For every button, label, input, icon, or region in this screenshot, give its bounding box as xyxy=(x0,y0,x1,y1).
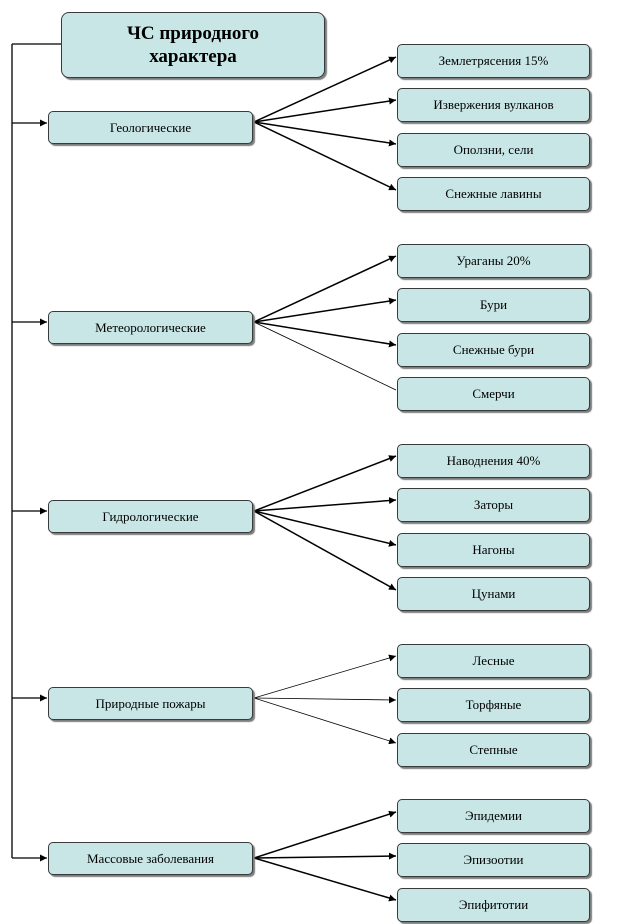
arrow-geo-2 xyxy=(253,121,397,147)
arrow-mass-2 xyxy=(253,857,397,902)
item-epidemics: Эпидемии xyxy=(397,799,590,833)
item-floods: Наводнения 40% xyxy=(397,444,590,478)
item-tsunami: Цунами xyxy=(397,577,590,611)
title-line-2: характера xyxy=(149,46,237,67)
arrow-fire-1 xyxy=(253,696,397,704)
item-epiphytotics: Эпифитотии xyxy=(397,888,590,922)
arrow-met-2 xyxy=(253,321,397,348)
item-tornadoes: Смерчи xyxy=(397,377,590,411)
arrow-fire-0 xyxy=(253,654,397,699)
arrow-fire-2 xyxy=(253,697,397,745)
arrow-mass-1 xyxy=(253,852,397,860)
category-meteorological: Метеорологические xyxy=(48,311,253,344)
category-mass-diseases: Массовые заболевания xyxy=(48,842,253,875)
item-earthquakes: Землетрясения 15% xyxy=(397,44,590,78)
category-wildfires: Природные пожары xyxy=(48,687,253,720)
item-steppe-fires: Степные xyxy=(397,733,590,767)
category-hydrological: Гидрологические xyxy=(48,500,253,533)
diagram-title: ЧС природного характера xyxy=(61,12,325,78)
item-avalanches: Снежные лавины xyxy=(397,177,590,211)
arrow-met-1 xyxy=(253,297,397,323)
item-hurricanes: Ураганы 20% xyxy=(397,244,590,278)
arrow-met-3 xyxy=(253,321,397,391)
item-storms: Бури xyxy=(397,288,590,322)
item-peat-fires: Торфяные xyxy=(397,688,590,722)
item-snowstorms: Снежные бури xyxy=(397,333,590,367)
arrow-hyd-3 xyxy=(253,510,397,591)
arrow-geo-3 xyxy=(253,121,397,191)
arrow-hyd-2 xyxy=(253,510,397,547)
item-ice-jams: Заторы xyxy=(397,488,590,522)
item-forest-fires: Лесные xyxy=(397,644,590,678)
title-line-1: ЧС природного xyxy=(126,23,260,44)
item-epizootics: Эпизоотии xyxy=(397,843,590,877)
category-geological: Геологические xyxy=(48,111,253,144)
arrow-geo-1 xyxy=(253,97,397,123)
arrow-geo-0 xyxy=(253,56,397,123)
item-landslides-mudflows: Оползни, сели xyxy=(397,133,590,167)
arrow-hyd-0 xyxy=(253,455,397,512)
arrow-mass-0 xyxy=(253,810,397,859)
arrow-met-0 xyxy=(253,255,397,323)
item-volcanic-eruptions: Извержения вулканов xyxy=(397,88,590,122)
item-surges: Нагоны xyxy=(397,533,590,567)
arrow-hyd-1 xyxy=(253,497,397,512)
